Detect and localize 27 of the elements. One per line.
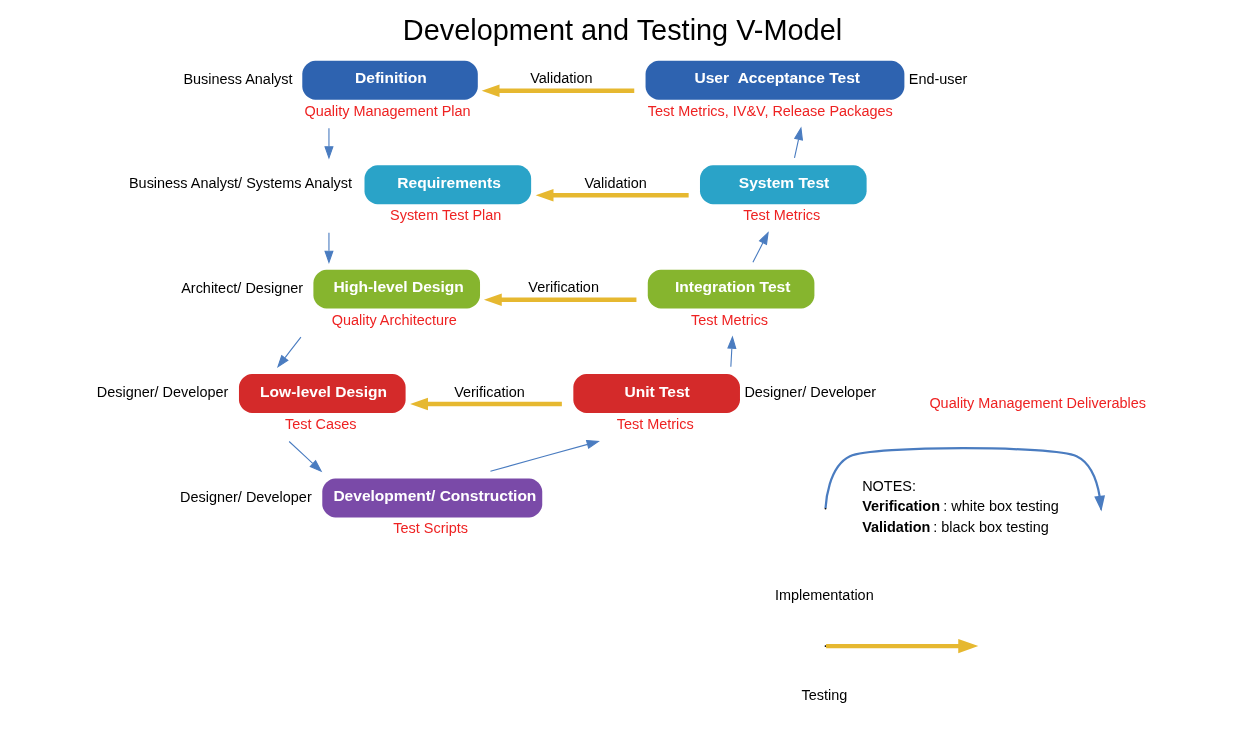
node-label: Quality Management Plan — [304, 102, 471, 119]
node-label: Architect/ Designer — [180, 279, 303, 296]
node-label: Designer/ Developer — [743, 384, 876, 401]
node-label: Quality Architecture — [331, 311, 457, 328]
node-label: Test Metrics, IV&V, Release Packages — [647, 102, 893, 119]
edge-label: Validation — [583, 174, 647, 191]
label: Validation: black box testing — [861, 519, 1049, 536]
diagram-title: Development and Testing V-Model — [402, 14, 842, 47]
node-label: Business Analyst — [182, 71, 293, 88]
node-label: End-user — [908, 71, 967, 88]
label: Verification: white box testing — [861, 498, 1059, 515]
node-label: Designer/ Developer — [96, 384, 228, 401]
legend-label: Implementation — [774, 586, 874, 603]
node-label: Business Analyst/ Systems Analyst — [128, 175, 352, 192]
edge-label: Verification — [453, 383, 525, 400]
label: Quality Management Deliverables — [928, 394, 1146, 411]
node-label: Test Metrics — [742, 207, 820, 224]
edge-label: Verification — [527, 279, 599, 296]
node-label: Test Cases — [284, 415, 356, 432]
node-label: System Test Plan — [389, 207, 501, 224]
node-label: Test Scripts — [392, 520, 468, 537]
label: NOTES: — [861, 478, 916, 495]
node-label: Designer/ Developer — [179, 488, 312, 505]
node-label: Test Metrics — [690, 311, 768, 328]
edge-label: Validation — [529, 70, 593, 87]
legend-label: Testing — [801, 687, 847, 704]
node-label: Test Metrics — [616, 415, 694, 432]
